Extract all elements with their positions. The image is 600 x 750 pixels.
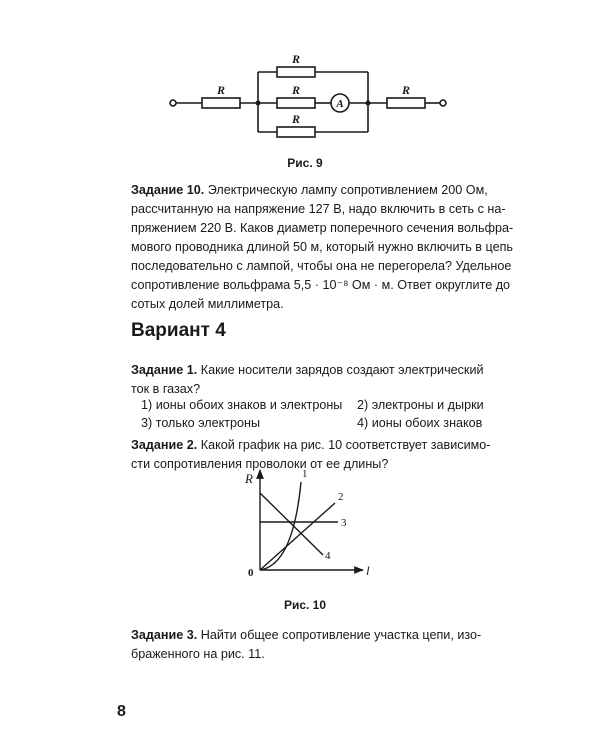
task-10-label: Задание 10. [131,183,205,197]
resistor-left [201,97,241,109]
resistor-right-label: R [401,83,410,97]
circuit-diagram: A R R R R R [169,52,447,138]
task-1-option-2: 2) электроны и дырки [357,398,484,412]
task-2-paragraph: Задание 2. Какой график на рис. 10 соотв… [131,436,496,474]
resistor-middle-label: R [291,83,300,97]
curve-2-label: 2 [338,491,344,503]
task-3-label: Задание 3. [131,628,198,642]
left-terminal [169,99,177,107]
node-left [255,100,261,106]
task-1-line-1: Задание 1. Какие носители зарядов создаю… [131,363,484,377]
task-10-line-6: сопротивление вольфрама 5,5 · 10⁻⁸ Ом · … [131,278,511,292]
x-axis-label: l [366,563,370,578]
ammeter-label: A [335,98,343,110]
task-10-paragraph: Задание 10. Электрическую лампу сопротив… [131,181,514,314]
task-10-line-4: мового проводника длиной 50 м, который н… [131,240,513,254]
resistor-left-label: R [216,83,225,97]
figure-10-caption: Рис. 10 [283,598,327,612]
curve-3-label: 3 [341,517,347,529]
resistor-top-label: R [291,52,300,66]
task-10-line-5: последовательно с лампой, чтобы она не п… [131,259,512,273]
task-1-line-2: ток в газах? [131,382,201,396]
task-2-line-1: Задание 2. Какой график на рис. 10 соотв… [131,438,491,452]
task-10-line-2: рассчитанную на напряжение 127 В, надо в… [131,202,506,216]
task-10-line-3: пряжением 220 В. Каков диаметр поперечно… [131,221,514,235]
task-2-line-2: сти сопротивления проволоки от ее длины? [131,457,389,471]
graph-figure-10: R l 0 1 2 3 4 [244,468,370,579]
graph-line-4 [259,492,324,556]
right-terminal [439,99,447,107]
resistor-top [276,66,316,78]
task-1-option-4: 4) ионы обоих знаков [357,416,483,430]
graph-line-2 [259,502,336,571]
task-2-label: Задание 2. [131,438,198,452]
ammeter [330,93,350,113]
origin-label: 0 [248,567,254,579]
task-10-line-7: сотых долей миллиметра. [131,297,284,311]
graph-curve-1 [259,481,302,571]
resistor-middle [276,97,316,109]
task-1-paragraph: Задание 1. Какие носители зарядов создаю… [131,361,496,399]
variant-title: Вариант 4 [131,320,226,341]
task-1-option-3: 3) только электроны [141,416,261,430]
task-3-line-1: Задание 3. Найти общее сопротивление уча… [131,628,482,642]
task-3-paragraph: Задание 3. Найти общее сопротивление уча… [131,626,496,664]
task-10-line-1: Задание 10. Электрическую лампу сопротив… [131,183,488,197]
node-right [365,100,371,106]
resistor-right [386,97,426,109]
figure-9-caption: Рис. 9 [287,156,323,170]
resistor-bottom-label: R [291,112,300,126]
task-1-label: Задание 1. [131,363,198,377]
page-number: 8 [117,703,126,720]
y-axis-label: R [244,471,253,486]
curve-4-label: 4 [325,550,331,562]
task-1-option-1: 1) ионы обоих знаков и электроны [141,398,343,412]
resistor-bottom [276,126,316,138]
curve-1-label: 1 [302,468,308,480]
task-3-line-2: браженного на рис. 11. [131,647,265,661]
